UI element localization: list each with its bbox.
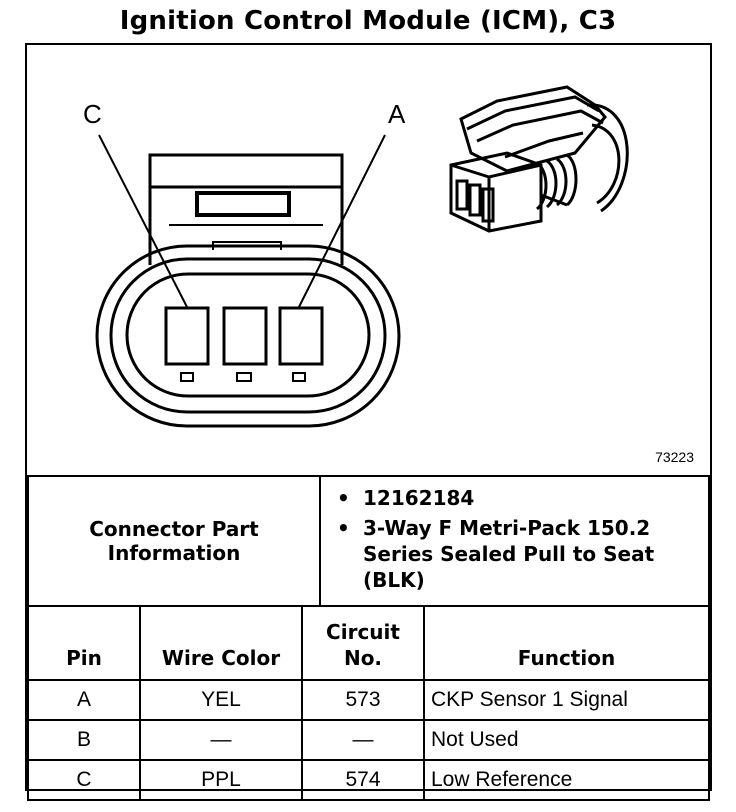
connector-drawing: C A 73223 [27,45,710,475]
latch-window [195,191,291,217]
diagram-frame: C A 73223 Connector Part Information 121… [25,43,712,801]
function-cell: CKP Sensor 1 Signal [423,679,710,721]
circuit-no-cell: 574 [301,759,425,801]
table-row: B — — Not Used [27,719,710,761]
connector-description: 3-Way F Metri-Pack 150.2 Series Sealed P… [337,515,696,593]
header-wire-color: Wire Color [139,605,303,681]
connector-outer-shell [95,244,401,428]
table-row: C PPL 574 Low Reference [27,759,710,801]
cavity-c [164,306,210,366]
leader-line-a [298,134,386,308]
function-cell: Not Used [423,719,710,761]
connector-isometric-view [449,85,629,233]
circuit-no-cell: 573 [301,679,425,721]
part-number: 12162184 [337,485,696,511]
wire-color-cell: YEL [139,679,303,721]
pin-label-c: C [83,99,102,129]
leader-line-c [98,134,188,308]
pin-cell: A [27,679,141,721]
wire-color-cell: — [139,719,303,761]
pin-label-a: A [388,99,406,129]
header-pin: Pin [27,605,141,681]
connector-face-view [95,85,629,428]
connector-part-info-label: Connector Part Information [27,475,321,607]
connector-part-info-table: Connector Part Information 12162184 3-Wa… [27,475,710,607]
header-circuit-no: Circuit No. [301,605,425,681]
wire-color-cell: PPL [139,759,303,801]
pin-cell: C [27,759,141,801]
pin-table: Pin Wire Color Circuit No. Function A YE… [27,605,710,801]
circuit-no-cell: — [301,719,425,761]
connector-latch-housing [148,153,344,265]
diagram-title: Ignition Control Module (ICM), C3 [119,6,617,36]
pin-cell: B [27,719,141,761]
table-row: A YEL 573 CKP Sensor 1 Signal [27,679,710,721]
figure-number: 73223 [655,449,694,465]
pin-table-header: Pin Wire Color Circuit No. Function [27,605,710,681]
cavity-b [222,306,268,366]
header-function: Function [423,605,710,681]
function-cell: Low Reference [423,759,710,801]
connector-part-info-list: 12162184 3-Way F Metri-Pack 150.2 Series… [319,475,710,607]
cavity-a [278,306,324,366]
